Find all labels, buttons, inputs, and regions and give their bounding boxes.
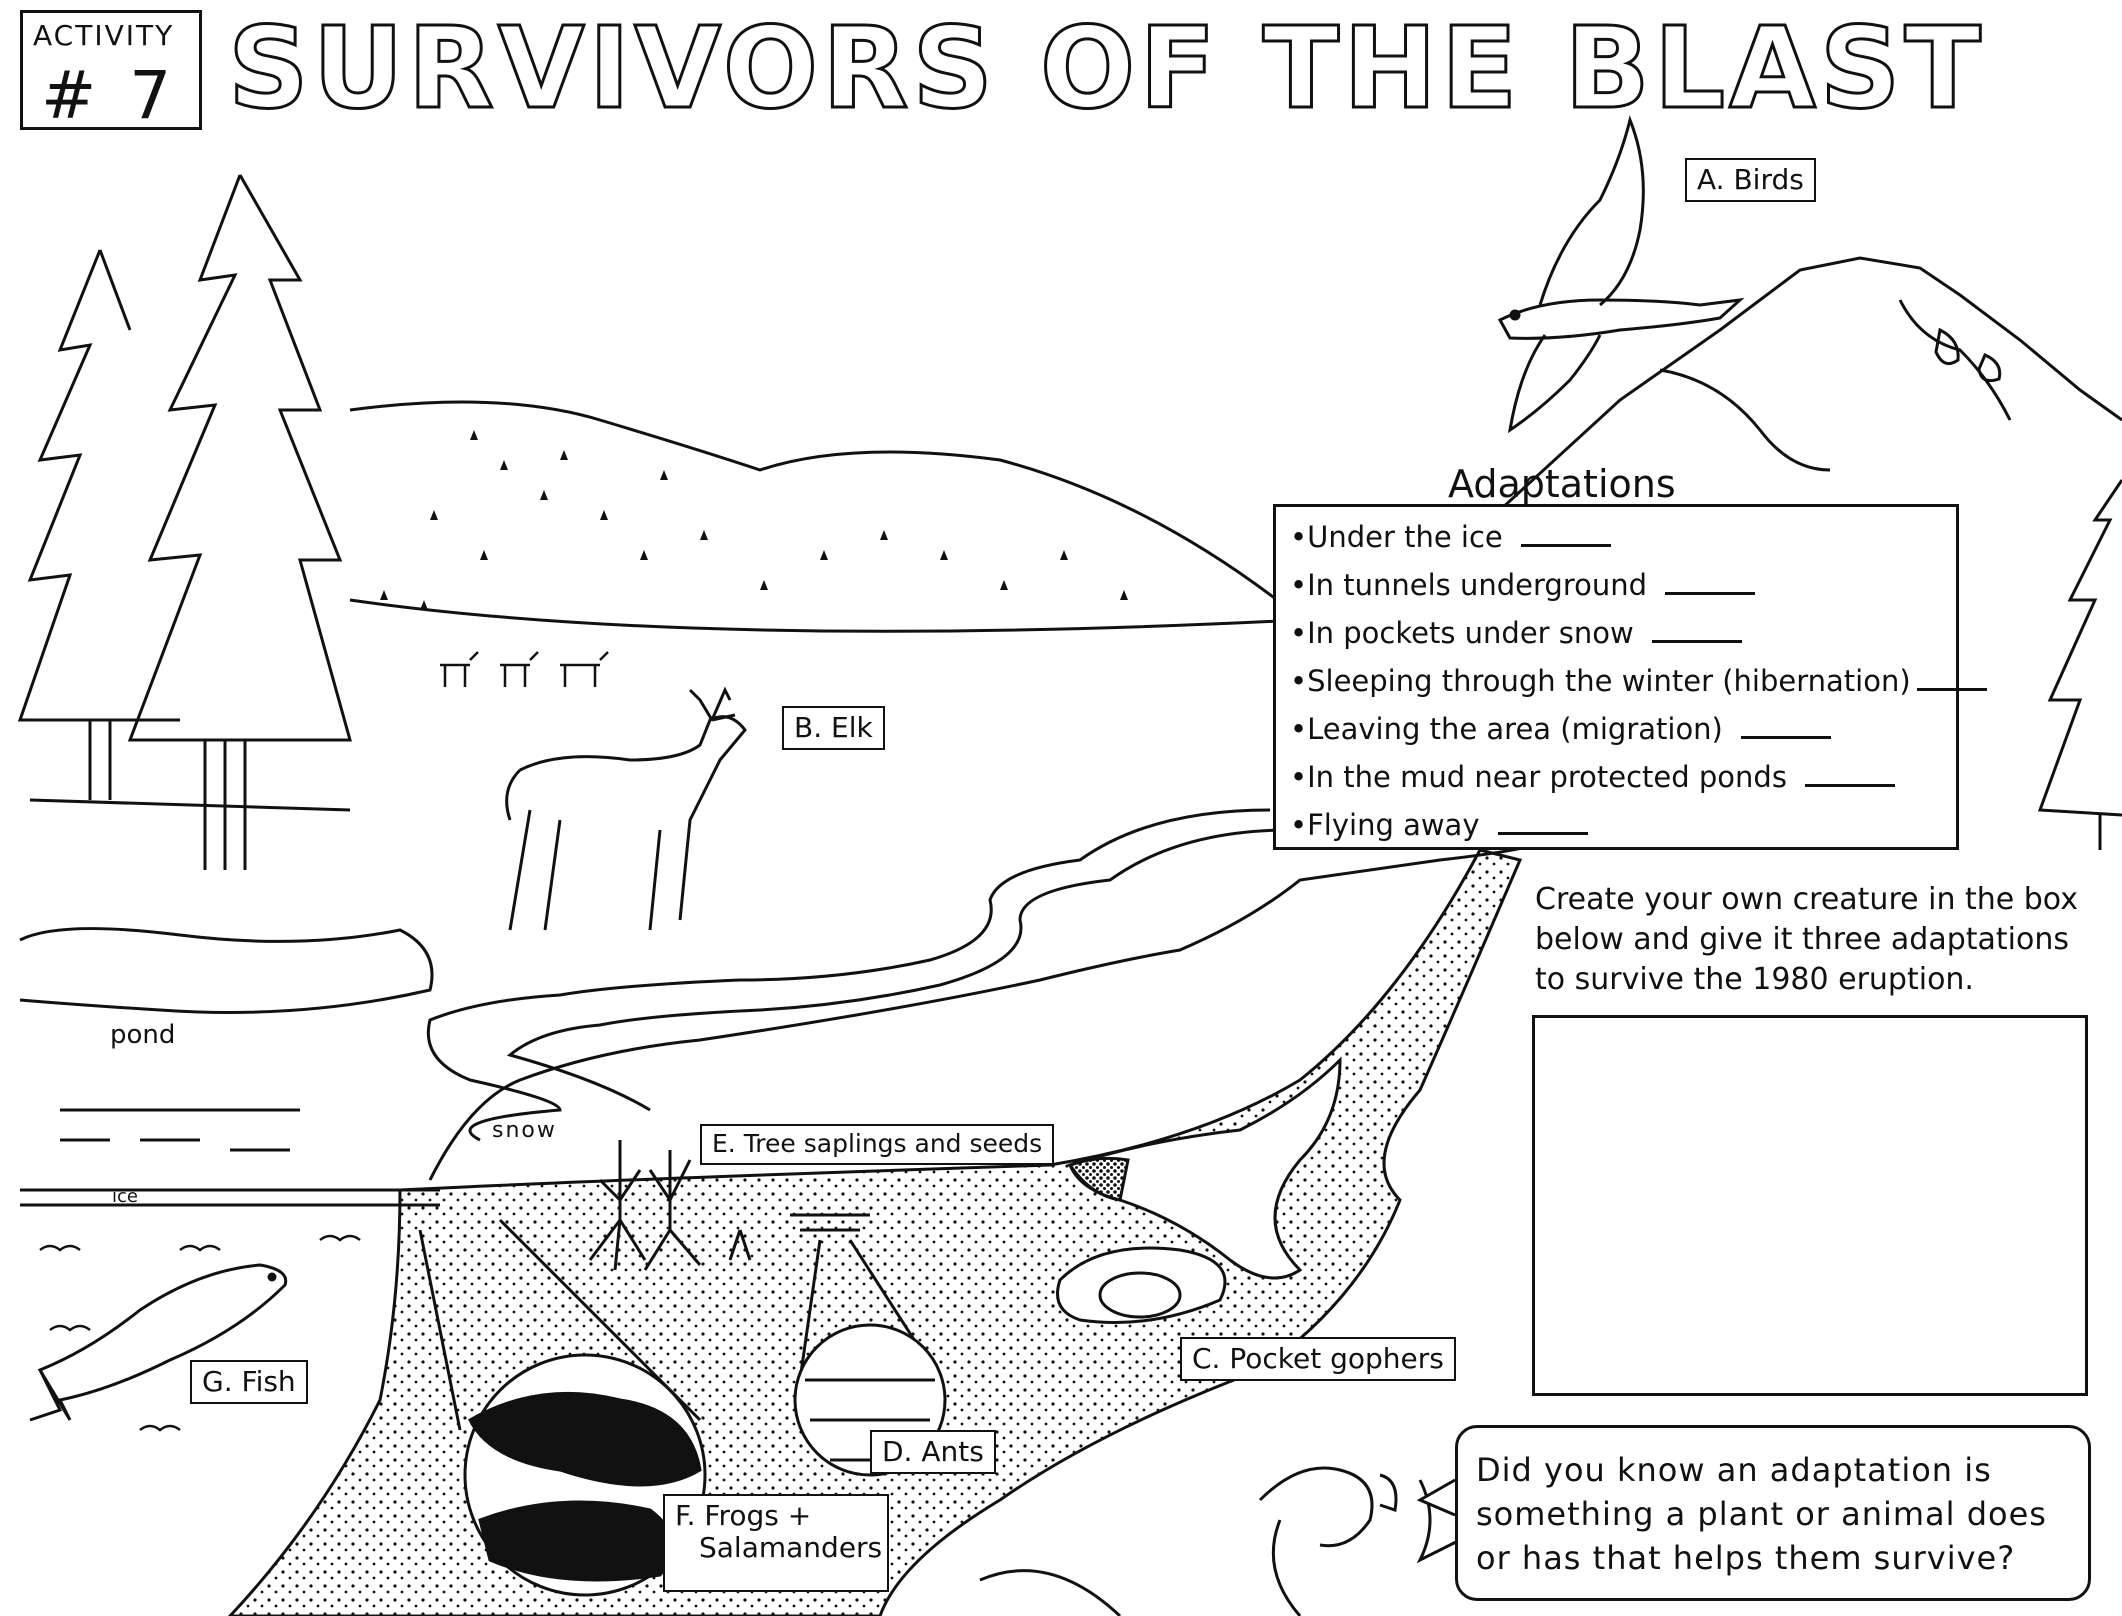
create-instructions: Create your own creature in the box belo… [1535, 882, 2078, 997]
mountain-drawing [1498, 256, 2122, 512]
parrot-drawing [979, 1466, 1461, 1616]
answer-blank[interactable] [1497, 812, 1588, 835]
adaptation-text: •Leaving the area (migration) [1290, 712, 1723, 746]
answer-blank[interactable] [1665, 572, 1756, 595]
adaptation-item: •Under the ice [1290, 513, 1956, 561]
label-pocket-gophers: C. Pocket gophers [1180, 1337, 1456, 1382]
adaptation-text: •Under the ice [1290, 520, 1503, 554]
river-drawing [426, 808, 1291, 1142]
adaptation-item: •Flying away [1290, 801, 1956, 849]
hill-tree-marks [380, 430, 1128, 610]
answer-blank[interactable] [1651, 620, 1742, 643]
frog-magnifier-drawing [418, 1218, 707, 1597]
label-tree-saplings: E. Tree saplings and seeds [700, 1124, 1055, 1165]
snow-ground-drawing [428, 838, 1551, 1181]
answer-blank[interactable] [1740, 716, 1831, 739]
activity-word: ACTIVITY [33, 19, 175, 52]
adaptations-heading: Adaptations [1448, 462, 1676, 506]
page-title: SURVIVORS OF THE BLAST [227, 3, 1985, 136]
create-creature-box[interactable] [1532, 1015, 2088, 1396]
label-birds: A. Birds [1685, 158, 1816, 203]
fish-drawing [29, 1263, 288, 1422]
did-you-know-text: Did you know an adaptation is something … [1476, 1451, 2047, 1577]
adaptation-item: •In pockets under snow [1290, 609, 1956, 657]
adaptation-text: •In tunnels underground [1290, 568, 1648, 602]
label-ice: ice [112, 1186, 138, 1207]
label-frogs-line2: Salamanders [699, 1531, 883, 1565]
label-frogs-line1: F. Frogs + [675, 1499, 812, 1532]
adaptations-box: •Under the ice •In tunnels underground •… [1273, 504, 1987, 850]
bird-drawing [1497, 115, 1745, 434]
label-snow: snow [492, 1118, 557, 1143]
answer-blank[interactable] [1520, 524, 1611, 547]
gopher-tunnel-drawing [1056, 1056, 1342, 1324]
label-fish: G. Fish [190, 1360, 308, 1405]
label-pond: pond [110, 1020, 176, 1050]
label-frogs-salamanders: F. Frogs + Salamanders [663, 1494, 889, 1592]
elk-drawing [505, 686, 747, 931]
pond-drawing [19, 927, 440, 1207]
activity-number: # 7 [41, 57, 178, 134]
adaptation-item: •In the mud near protected ponds [1290, 753, 1956, 801]
label-ants: D. Ants [870, 1430, 996, 1475]
right-tree-drawing [2037, 479, 2122, 850]
adaptation-item: •In tunnels underground [1290, 561, 1956, 609]
adaptation-text: •In the mud near protected ponds [1290, 760, 1787, 794]
adaptation-text: •Flying away [1290, 808, 1480, 842]
answer-blank[interactable] [1916, 668, 1987, 691]
did-you-know-bubble: Did you know an adaptation is something … [1455, 1425, 2091, 1601]
elk-herd-drawing [440, 651, 609, 687]
saplings-drawing [588, 1140, 752, 1271]
evergreen-trees-drawing [17, 174, 352, 870]
adaptation-text: •Sleeping through the winter (hibernatio… [1290, 664, 1911, 698]
water-waves [39, 1234, 361, 1432]
answer-blank[interactable] [1804, 764, 1895, 787]
adaptations-list: •Under the ice •In tunnels underground •… [1276, 507, 1987, 849]
speech-tail [1416, 1478, 1456, 1517]
adaptation-item: •Sleeping through the winter (hibernatio… [1290, 657, 1987, 705]
label-elk: B. Elk [782, 706, 885, 751]
adaptation-item: •Leaving the area (migration) [1290, 705, 1956, 753]
adaptation-text: •In pockets under snow [1290, 616, 1634, 650]
hill-drawing [349, 400, 1301, 633]
activity-badge: ACTIVITY # 7 [20, 10, 202, 134]
